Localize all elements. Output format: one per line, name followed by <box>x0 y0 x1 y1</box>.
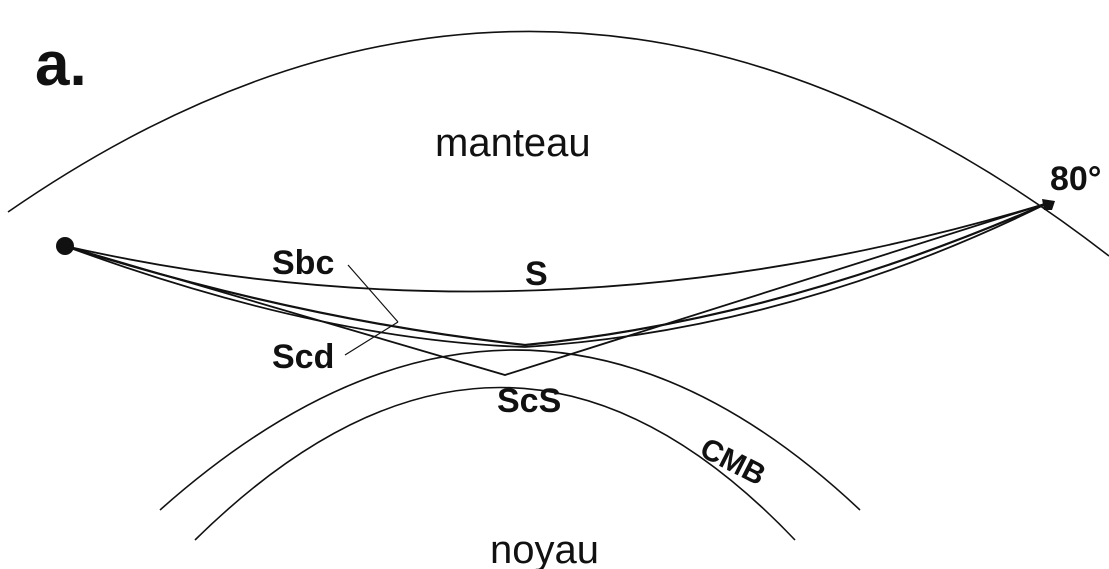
source-dot <box>56 237 74 255</box>
scd-leader <box>344 321 399 356</box>
ray-label-s: S <box>525 255 548 293</box>
ray-scs <box>64 202 1049 376</box>
core-label: noyau <box>490 528 599 569</box>
ray-label-scs: ScS <box>497 382 561 420</box>
ray-label-sbc: Sbc <box>272 244 334 282</box>
sbc-leader <box>347 264 399 323</box>
cmb-arc <box>194 386 796 541</box>
ray-label-scd: Scd <box>272 338 334 376</box>
ray-s <box>64 202 1049 293</box>
receiver-marker <box>1042 199 1055 210</box>
cmb-label: CMB <box>695 432 771 492</box>
mantle-label: manteau <box>435 121 591 165</box>
panel-label: a. <box>35 30 87 99</box>
ray-scd <box>64 202 1049 348</box>
angle-label: 80° <box>1050 160 1101 198</box>
ray-sbc <box>64 201 1049 347</box>
d-layer-arc <box>159 349 861 511</box>
surface-arc <box>7 30 1109 257</box>
